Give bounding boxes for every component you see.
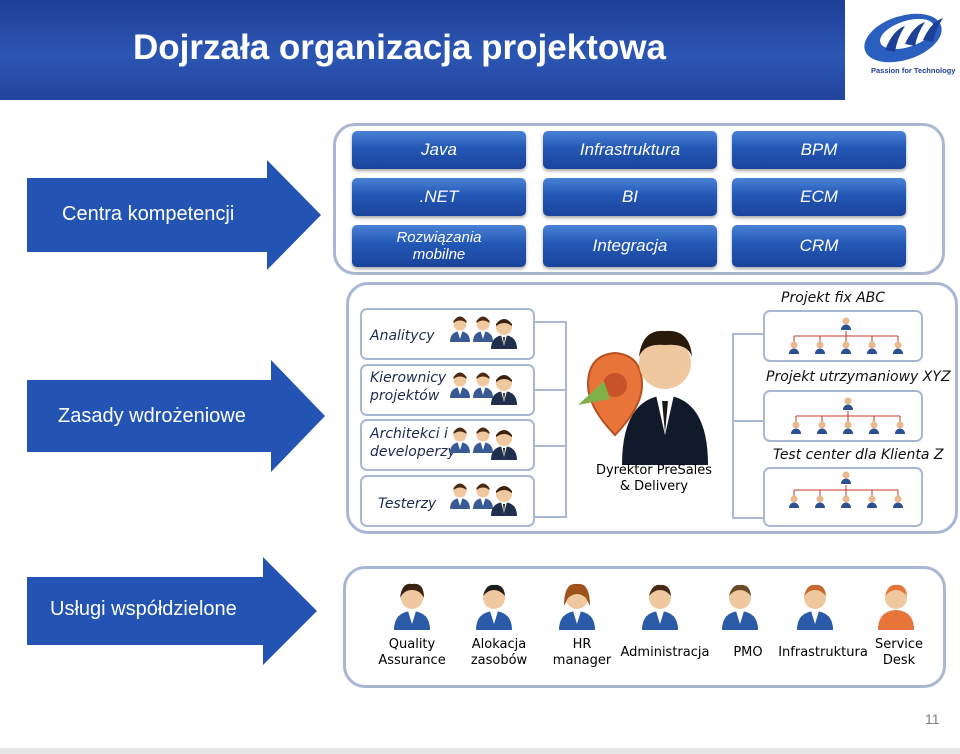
connector-line bbox=[535, 389, 567, 391]
title-bar: Dojrzała organizacja projektowa Passion … bbox=[0, 0, 960, 100]
logo-graphic bbox=[864, 13, 943, 63]
project-label-fix: Projekt fix ABC bbox=[781, 290, 886, 306]
person-icon bbox=[722, 584, 758, 630]
competence-button-net[interactable]: .NET bbox=[352, 178, 526, 216]
service-label-pmo: PMO bbox=[733, 645, 763, 660]
service-label-resources: Alokacja zasobów bbox=[470, 637, 528, 668]
section-arrow-label: Centra kompetencji bbox=[62, 203, 235, 225]
section-arrow bbox=[27, 557, 317, 665]
service-label-hr: HR manager bbox=[552, 637, 612, 668]
section-arrow-label: Zasady wdrożeniowe bbox=[58, 405, 246, 427]
competence-button-bi[interactable]: BI bbox=[543, 178, 717, 216]
org-chart-icon bbox=[768, 312, 918, 526]
connector-line bbox=[535, 516, 567, 518]
person-icon bbox=[476, 584, 512, 630]
connector-line bbox=[732, 517, 764, 519]
slide-title: Dojrzała organizacja projektowa bbox=[133, 28, 666, 67]
connector-line bbox=[535, 321, 567, 323]
competence-button-infrastructure[interactable]: Infrastruktura bbox=[543, 131, 717, 169]
person-icon bbox=[797, 584, 833, 630]
director-label: Dyrektor PreSales & Delivery bbox=[595, 463, 713, 494]
service-people-icons bbox=[394, 583, 914, 630]
connector-line bbox=[535, 445, 567, 447]
role-box-project-managers bbox=[360, 364, 535, 416]
company-logo bbox=[845, 0, 960, 100]
competence-button-java[interactable]: Java bbox=[352, 131, 526, 169]
footer-bar bbox=[0, 748, 960, 754]
person-icon bbox=[394, 583, 430, 630]
competence-button-bpm[interactable]: BPM bbox=[732, 131, 906, 169]
role-label-analysts: Analitycy bbox=[370, 328, 435, 344]
service-label-qa: Quality Assurance bbox=[378, 637, 446, 668]
service-label-service-desk: Service Desk bbox=[874, 637, 924, 668]
role-label-project-managers: Kierownicy projektów bbox=[370, 370, 447, 404]
competence-button-mobile[interactable]: Rozwiązania mobilne bbox=[352, 225, 526, 267]
person-icon bbox=[559, 583, 595, 630]
team-icon bbox=[450, 316, 517, 516]
section-arrow bbox=[27, 360, 325, 472]
service-label-infrastructure: Infrastruktura bbox=[778, 645, 868, 660]
person-icon bbox=[878, 584, 914, 630]
connector-line bbox=[565, 321, 567, 518]
competence-button-ecm[interactable]: ECM bbox=[732, 178, 906, 216]
person-icon bbox=[642, 584, 678, 630]
competence-button-integration[interactable]: Integracja bbox=[543, 225, 717, 267]
connector-line bbox=[732, 420, 764, 422]
director-avatar-icon bbox=[578, 330, 708, 465]
slide-number: 11 bbox=[925, 711, 940, 727]
competence-button-crm[interactable]: CRM bbox=[732, 225, 906, 267]
role-label-testers: Testerzy bbox=[378, 496, 437, 512]
role-label-architects: Architekci i developerzy bbox=[370, 426, 456, 460]
map-pin-icon bbox=[578, 351, 644, 437]
section-arrow-label: Usługi współdzielone bbox=[50, 598, 237, 620]
logo-tagline: Passion for Technology bbox=[871, 66, 956, 75]
connector-line bbox=[732, 333, 764, 335]
section-arrow bbox=[27, 160, 321, 270]
connector-line bbox=[732, 333, 734, 519]
service-label-administration: Administracja bbox=[620, 645, 710, 660]
project-label-maintenance: Projekt utrzymaniowy XYZ bbox=[766, 369, 951, 385]
project-label-test-center: Test center dla Klienta Z bbox=[773, 447, 944, 463]
